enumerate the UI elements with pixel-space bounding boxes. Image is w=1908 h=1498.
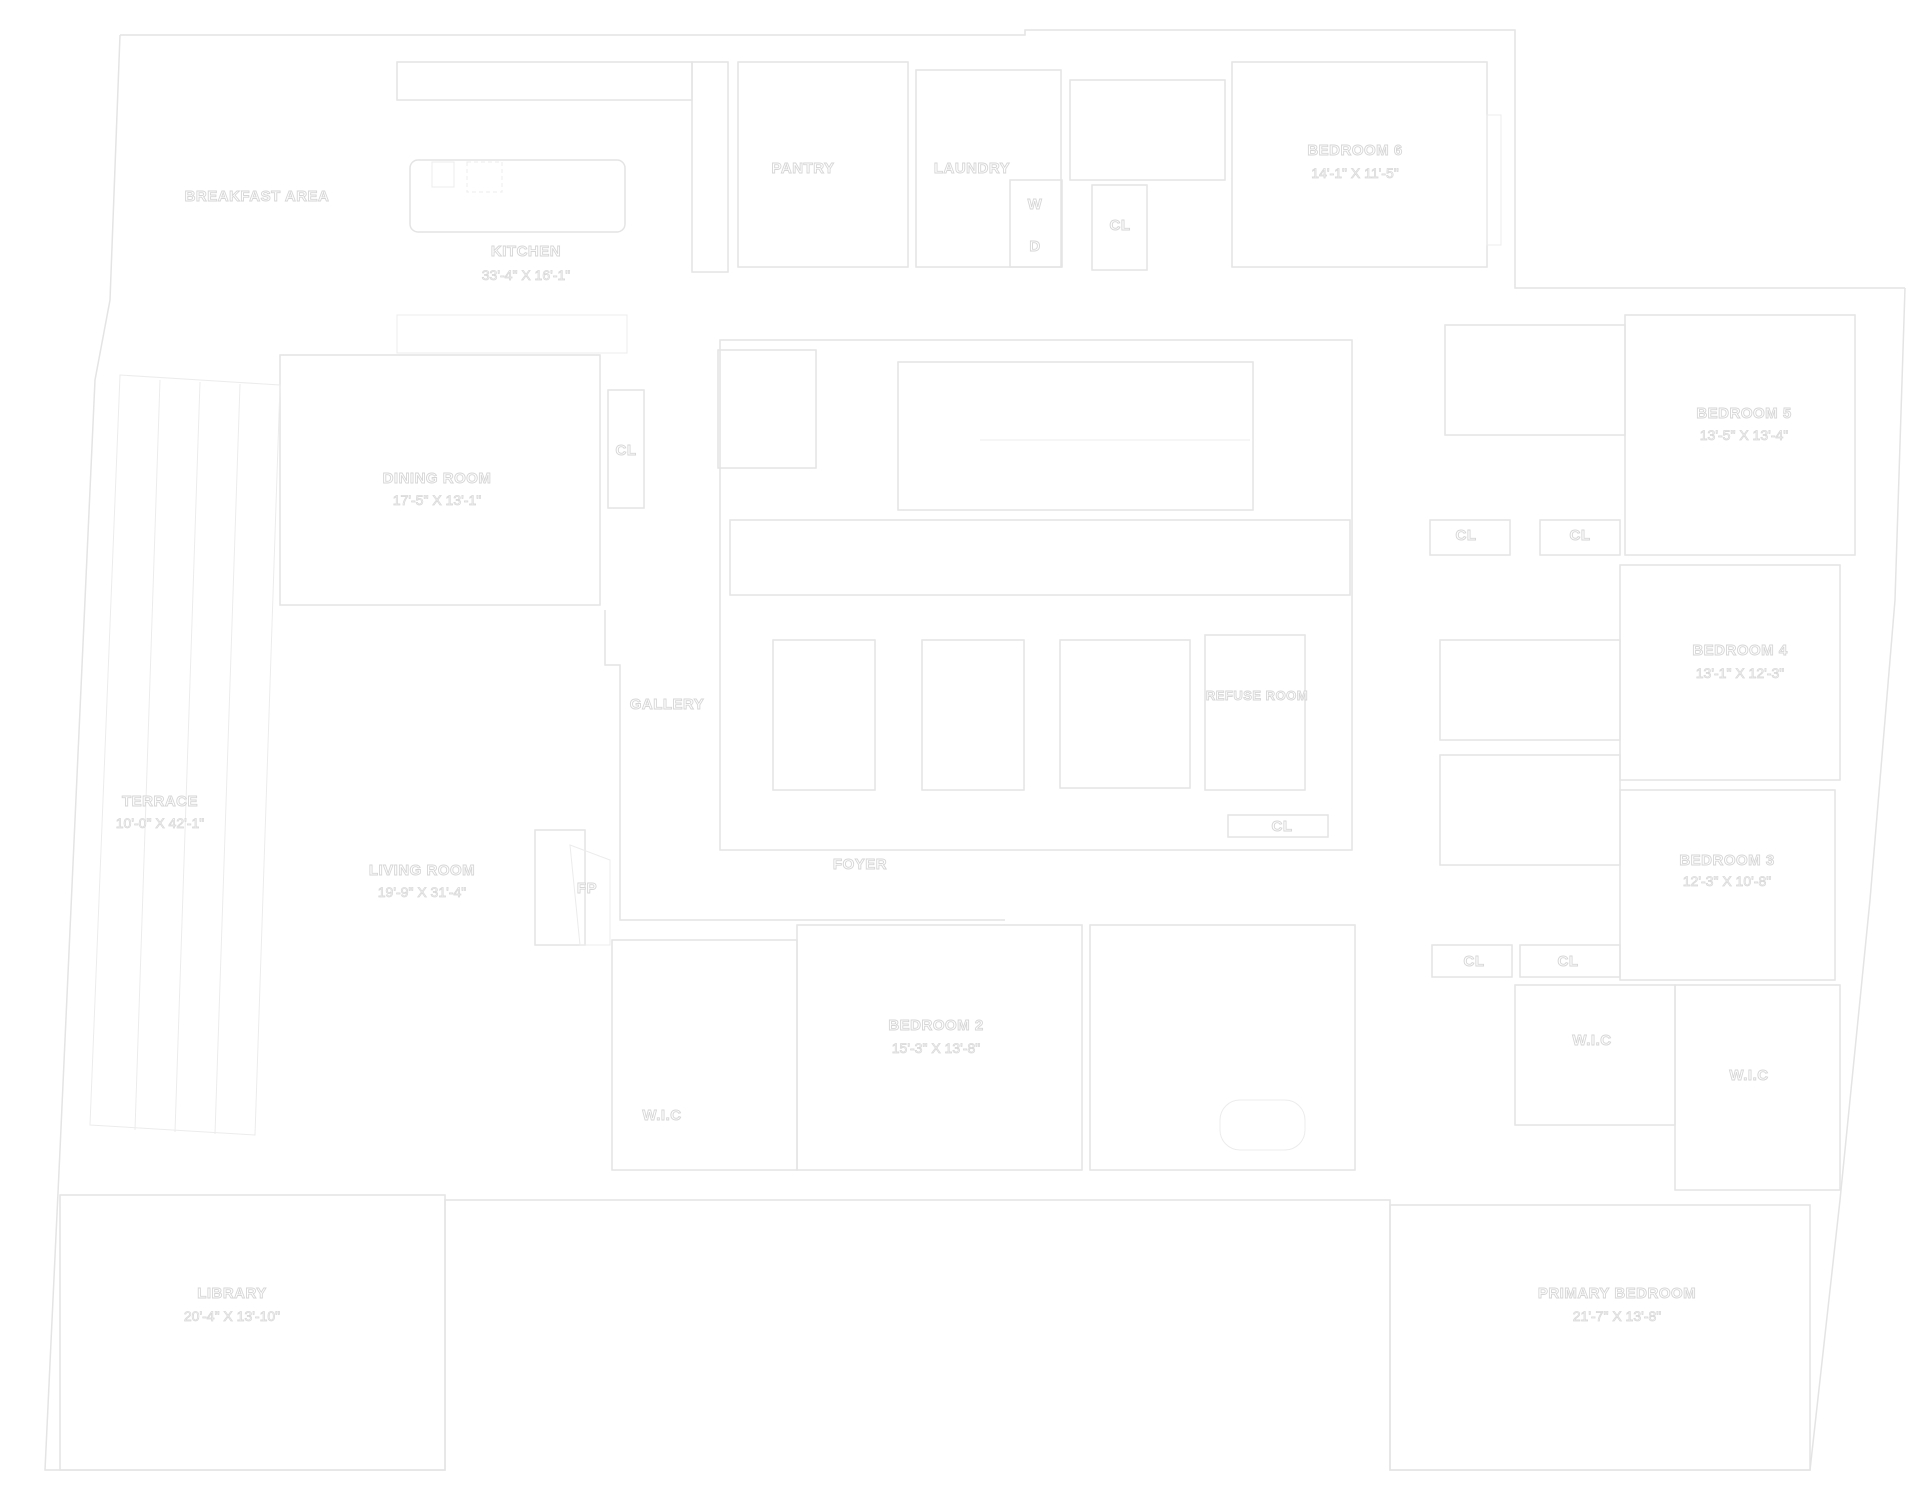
walk-in-closet[interactable]: W.I.C — [1572, 1032, 1612, 1050]
room-size: 20'-4" X 13'-10" — [184, 1308, 280, 1324]
room-dining-room[interactable]: DINING ROOM 17'-5" X 13'-1" — [382, 470, 492, 509]
room-name: BEDROOM 5 — [1696, 405, 1791, 422]
room-name: REFUSE ROOM — [1206, 688, 1308, 703]
room-name: BEDROOM 4 — [1692, 642, 1788, 659]
room-name: BEDROOM 6 — [1307, 142, 1402, 159]
closet[interactable]: CL — [1569, 527, 1591, 545]
room-name: BREAKFAST AREA — [185, 188, 330, 205]
room-name: CL — [616, 442, 637, 459]
room-gallery[interactable]: GALLERY — [629, 696, 705, 714]
room-primary-bedroom[interactable]: PRIMARY BEDROOM 21'-7" X 13'-8" — [1537, 1285, 1696, 1325]
walls — [44, 29, 1906, 1471]
room-size: 13'-1" X 12'-3" — [1696, 665, 1784, 681]
room-bedroom-6[interactable]: BEDROOM 6 14'-1" X 11'-5" — [1307, 142, 1403, 182]
room-size: 15'-3" X 13'-8" — [892, 1040, 980, 1056]
room-bedroom-5[interactable]: BEDROOM 5 13'-5" X 13'-4" — [1696, 405, 1792, 444]
room-size: 13'-5" X 13'-4" — [1700, 427, 1788, 443]
room-terrace[interactable]: TERRACE 10'-0" X 42'-1" — [115, 793, 204, 832]
room-name: W.I.C — [1572, 1032, 1611, 1049]
room-breakfast-area[interactable]: BREAKFAST AREA — [184, 188, 330, 206]
room-name: CL — [1558, 953, 1579, 970]
room-name: BEDROOM 3 — [1679, 852, 1774, 869]
room-refuse-room[interactable]: REFUSE ROOM — [1205, 688, 1308, 704]
closet[interactable]: CL — [615, 442, 637, 460]
dryer: D — [1029, 238, 1041, 256]
room-name: GALLERY — [630, 696, 705, 713]
room-name: CL — [1464, 953, 1485, 970]
room-name: CL — [1456, 527, 1477, 544]
closet[interactable]: CL — [1271, 818, 1293, 836]
fireplace: FP — [576, 880, 597, 898]
room-name: KITCHEN — [491, 243, 561, 260]
closet[interactable]: CL — [1463, 953, 1485, 971]
walk-in-closet[interactable]: W.I.C — [642, 1107, 682, 1125]
room-name: W — [1028, 196, 1043, 213]
room-size: 17'-5" X 13'-1" — [393, 492, 481, 508]
room-name: TERRACE — [122, 793, 198, 810]
room-name: W.I.C — [1729, 1067, 1768, 1084]
room-name: LIVING ROOM — [369, 862, 475, 879]
room-pantry[interactable]: PANTRY — [771, 160, 835, 178]
walk-in-closet[interactable]: W.I.C — [1729, 1067, 1769, 1085]
room-size: 33'-4" X 16'-1" — [482, 267, 570, 283]
room-size: 12'-3" X 10'-8" — [1683, 873, 1771, 889]
room-size: 21'-7" X 13'-8" — [1573, 1308, 1661, 1324]
room-bedroom-3[interactable]: BEDROOM 3 12'-3" X 10'-8" — [1679, 852, 1775, 890]
room-size: 19'-9" X 31'-4" — [378, 884, 466, 900]
room-name: DINING ROOM — [383, 470, 492, 487]
room-foyer[interactable]: FOYER — [832, 856, 887, 874]
room-name: W.I.C — [642, 1107, 681, 1124]
washer: W — [1027, 196, 1043, 214]
closet[interactable]: CL — [1109, 217, 1131, 235]
room-kitchen[interactable]: KITCHEN 33'-4" X 16'-1" — [481, 243, 570, 284]
room-living-room[interactable]: LIVING ROOM 19'-9" X 31'-4" — [368, 862, 475, 901]
room-name: BEDROOM 2 — [888, 1017, 983, 1034]
closet[interactable]: CL — [1557, 953, 1579, 971]
room-name: PRIMARY BEDROOM — [1538, 1285, 1696, 1302]
room-name: PANTRY — [772, 160, 835, 177]
room-name: FOYER — [833, 856, 887, 873]
room-library[interactable]: LIBRARY 20'-4" X 13'-10" — [183, 1285, 280, 1325]
room-name: CL — [1272, 818, 1293, 835]
room-name: CL — [1570, 527, 1591, 544]
room-name: CL — [1110, 217, 1131, 234]
room-size: 10'-0" X 42'-1" — [116, 815, 204, 831]
room-size: 14'-1" X 11'-5" — [1311, 165, 1398, 181]
room-name: D — [1029, 238, 1040, 255]
room-bedroom-2[interactable]: BEDROOM 2 15'-3" X 13'-8" — [888, 1017, 984, 1057]
room-laundry[interactable]: LAUNDRY — [933, 160, 1010, 178]
room-name: FP — [577, 880, 597, 897]
room-labels: BREAKFAST AREA KITCHEN 33'-4" X 16'-1" PA… — [115, 142, 1792, 1325]
room-name: LAUNDRY — [934, 160, 1010, 177]
closet[interactable]: CL — [1455, 527, 1477, 545]
room-bedroom-4[interactable]: BEDROOM 4 13'-1" X 12'-3" — [1692, 642, 1788, 682]
room-name: LIBRARY — [197, 1285, 267, 1302]
